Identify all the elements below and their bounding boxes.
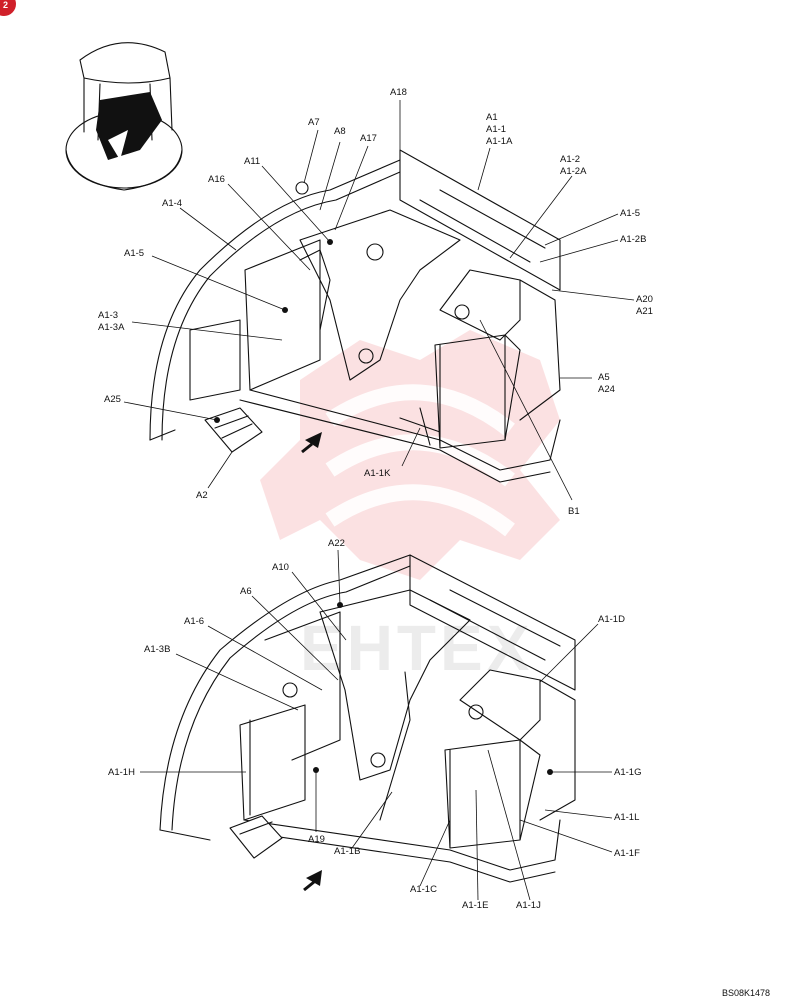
callout-a1-1c: A1-1C xyxy=(410,884,437,895)
callout-a17: A17 xyxy=(360,133,377,144)
callout-a1-3b: A1-3B xyxy=(144,644,170,655)
callout-a1-2: A1-2 xyxy=(560,154,580,165)
callout-a10: A10 xyxy=(272,562,289,573)
callout-a24: A24 xyxy=(598,384,615,395)
callout-a21: A21 xyxy=(636,306,653,317)
page-badge: 2 xyxy=(0,0,16,16)
callout-a5: A5 xyxy=(598,372,610,383)
callout-a7: A7 xyxy=(308,117,320,128)
callout-a1-5-right: A1-5 xyxy=(620,208,640,219)
watermark-logo: EHTEX xyxy=(260,330,560,684)
lower-callouts: A22 A10 A1-1D A6 A1-6 A1-3B A1-1G A1-1H … xyxy=(108,538,641,911)
lower-view-drawing xyxy=(159,554,576,892)
upper-leaders xyxy=(123,100,635,501)
callout-a1: A1 xyxy=(486,112,498,123)
callout-a2: A2 xyxy=(196,490,208,501)
watermark-text: EHTEX xyxy=(300,612,533,684)
callout-a1-2a: A1-2A xyxy=(560,166,587,177)
drawing-code: BS08K1478 xyxy=(722,988,770,998)
callout-b1: B1 xyxy=(568,506,580,517)
callout-a18: A18 xyxy=(390,87,407,98)
callout-a20: A20 xyxy=(636,294,653,305)
lower-leaders xyxy=(140,549,613,901)
callout-a6: A6 xyxy=(240,586,252,597)
callout-a11: A11 xyxy=(244,156,260,167)
upper-view-drawing xyxy=(149,149,561,483)
callout-a1-1f: A1-1F xyxy=(614,848,640,859)
callout-a1-1d: A1-1D xyxy=(598,614,625,625)
callout-a1-1a: A1-1A xyxy=(486,136,513,147)
callout-a1-3a: A1-3A xyxy=(98,322,125,333)
callout-a19: A19 xyxy=(308,834,325,845)
callout-a1-1e: A1-1E xyxy=(462,900,488,911)
callout-a1-4: A1-4 xyxy=(162,198,182,209)
callout-a1-1l: A1-1L xyxy=(614,812,639,823)
callout-a1-2b: A1-2B xyxy=(620,234,646,245)
callout-a22: A22 xyxy=(328,538,345,549)
upper-callouts: A18 A1 A1-1 A1-1A A7 A8 A17 A11 A1-2 A1-… xyxy=(98,87,653,517)
callout-a1-5-left: A1-5 xyxy=(124,248,144,259)
callout-a1-6: A1-6 xyxy=(184,616,204,627)
callout-a1-1k: A1-1K xyxy=(364,468,391,479)
callout-a25: A25 xyxy=(104,394,121,405)
callout-a1-1j: A1-1J xyxy=(516,900,541,911)
callout-a8: A8 xyxy=(334,126,346,137)
callout-a1-3: A1-3 xyxy=(98,310,118,321)
callout-a1-1g: A1-1G xyxy=(614,767,641,778)
excavator-thumbnail xyxy=(65,42,183,191)
callout-a1-1h: A1-1H xyxy=(108,767,135,778)
page-badge-number: 2 xyxy=(3,0,8,10)
callout-a1-1: A1-1 xyxy=(486,124,506,135)
callout-a16: A16 xyxy=(208,174,225,185)
callout-a1-1b: A1-1B xyxy=(334,846,360,857)
